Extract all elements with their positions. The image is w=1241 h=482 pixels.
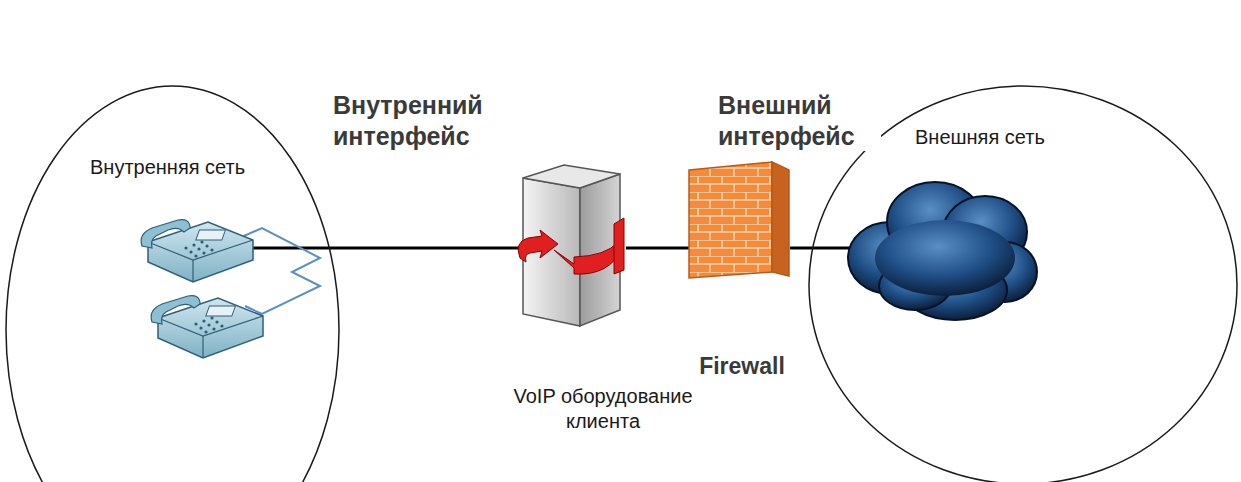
rotation-arrow bbox=[614, 218, 624, 274]
server-shape bbox=[518, 158, 628, 330]
network-link bbox=[790, 247, 856, 250]
internal-network-circle: Внутренняя сеть bbox=[5, 85, 340, 482]
ellipse-shape bbox=[5, 85, 340, 482]
interface-label: Внешний интерфейс bbox=[715, 90, 881, 151]
server-top bbox=[523, 165, 620, 188]
rotation-arrow bbox=[554, 242, 622, 274]
node-label: VoIP оборудование клиента bbox=[498, 384, 708, 434]
firewall-shape bbox=[686, 160, 792, 280]
firewall-front bbox=[689, 162, 772, 278]
internet-cloud bbox=[848, 182, 1037, 320]
rotation-arrow bbox=[518, 230, 558, 262]
interface-label: Внутренний интерфейс bbox=[330, 90, 496, 151]
network-link bbox=[253, 247, 522, 250]
node-label: Firewall bbox=[686, 352, 798, 381]
network-link bbox=[626, 247, 690, 250]
firewall: Firewall bbox=[686, 160, 798, 390]
node-label: Внешняя сеть bbox=[915, 125, 1045, 150]
network-outline bbox=[6, 86, 339, 482]
phone-icons bbox=[141, 220, 263, 358]
firewall-side bbox=[772, 162, 789, 276]
node-label: Внутренняя сеть bbox=[90, 155, 245, 180]
